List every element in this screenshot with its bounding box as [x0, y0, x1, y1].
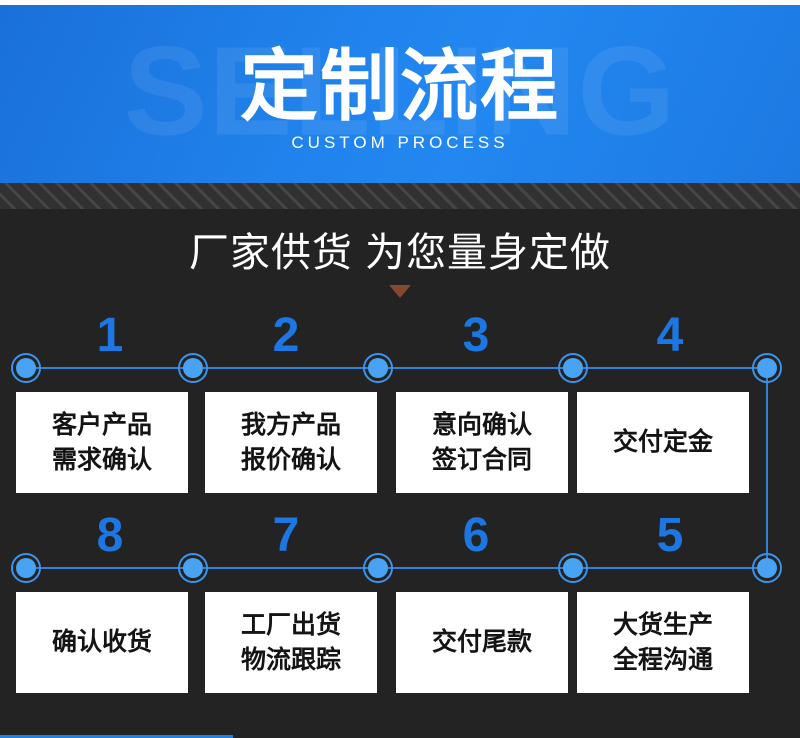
step-card: 客户产品 需求确认: [16, 392, 188, 493]
node-dot: [363, 553, 393, 583]
node-dot: [558, 553, 588, 583]
down-triangle-icon: [389, 285, 411, 298]
node-dot: [11, 553, 41, 583]
step-card: 我方产品 报价确认: [205, 392, 377, 493]
diagonal-stripe-divider: [0, 183, 800, 209]
banner: SELLING 定制流程 CUSTOM PROCESS: [0, 5, 800, 183]
step-number: 3: [462, 309, 490, 362]
section-headline: 厂家供货 为您量身定做: [188, 231, 612, 275]
step-card: 工厂出货 物流跟踪: [205, 592, 377, 693]
step-card: 大货生产 全程沟通: [577, 592, 749, 693]
node-dot: [558, 353, 588, 383]
flow-line-row2: [26, 567, 767, 569]
step-number: 6: [462, 509, 490, 562]
bottom-blue-sliver: [0, 735, 233, 738]
page-title: 定制流程: [239, 42, 560, 130]
step-number: 1: [96, 309, 124, 362]
node-dot: [752, 553, 782, 583]
step-number: 5: [656, 509, 684, 562]
step-number: 2: [272, 309, 300, 362]
step-card: 意向确认 签订合同: [396, 392, 568, 493]
node-dot: [178, 353, 208, 383]
step-number: 8: [96, 509, 124, 562]
step-card: 交付定金: [577, 392, 749, 493]
node-dot: [363, 353, 393, 383]
step-number: 7: [272, 509, 300, 562]
banner-watermark-text: SELLING: [123, 20, 677, 162]
node-dot: [11, 353, 41, 383]
page-subtitle: CUSTOM PROCESS: [291, 133, 509, 152]
step-card: 确认收货: [16, 592, 188, 693]
top-white-strip: [0, 0, 800, 5]
flow-line-row1: [26, 367, 767, 369]
step-number: 4: [656, 309, 684, 362]
node-dot: [178, 553, 208, 583]
step-card: 交付尾款: [396, 592, 568, 693]
node-dot: [752, 353, 782, 383]
flow-line-vertical: [766, 368, 768, 568]
